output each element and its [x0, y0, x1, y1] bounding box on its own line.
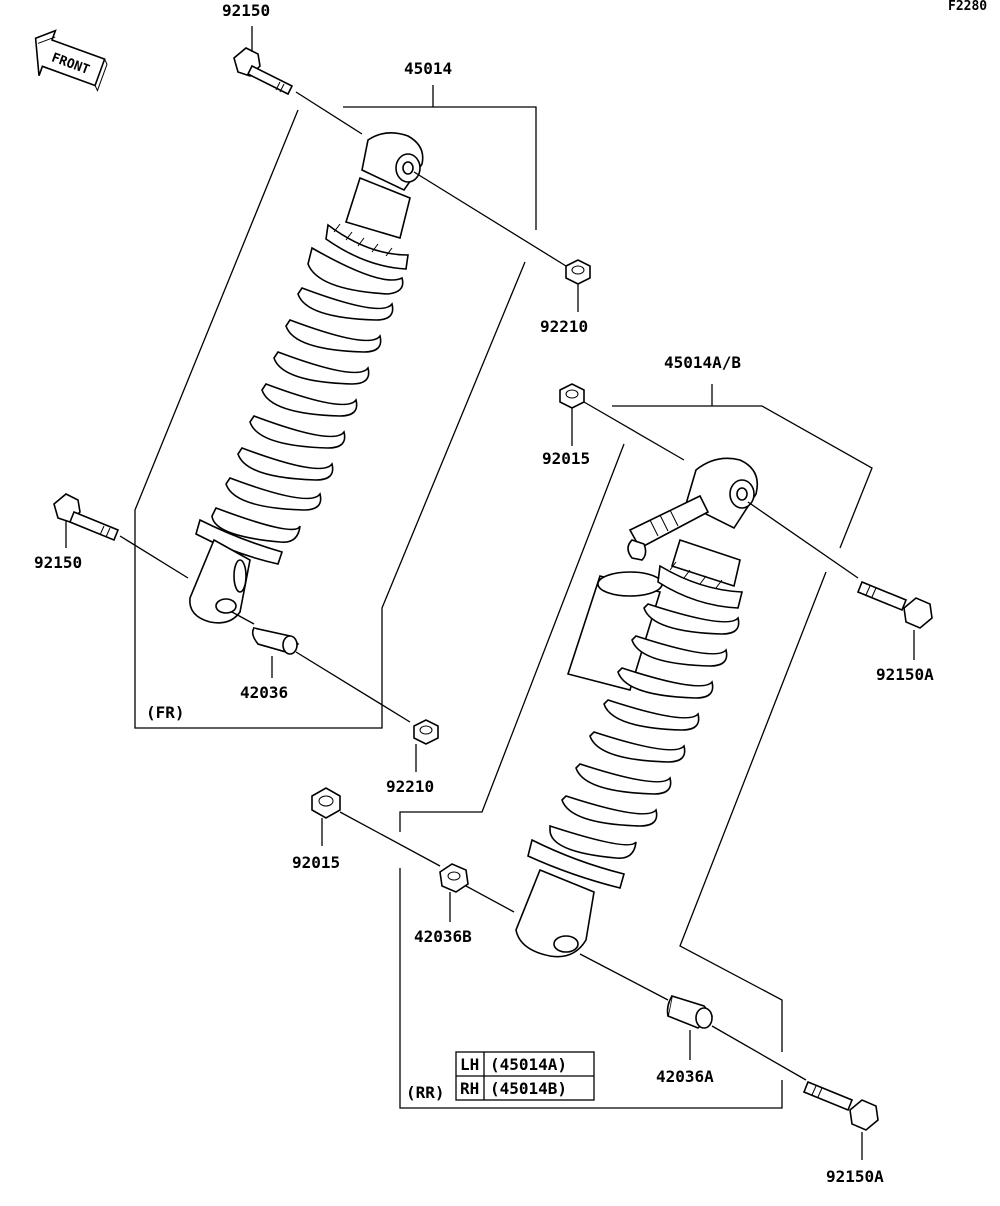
rear-upper-nut	[559, 383, 585, 409]
rear-upper-bolt	[856, 580, 933, 629]
rear-lower-nut-label: 92015	[292, 853, 340, 872]
front-collar	[251, 626, 300, 655]
front-lower-bolt-label: 92150	[34, 553, 82, 572]
rear-section-label: (RR)	[406, 1083, 445, 1102]
rear-shock-absorber: LH (45014A) RH (45014B) 45014A/B 92015 9…	[292, 353, 934, 1186]
rear-lower-bolt	[802, 1080, 879, 1131]
rear-collar-a	[666, 994, 714, 1029]
front-shock-body	[189, 132, 424, 624]
rear-assembly-label: 45014A/B	[664, 353, 741, 372]
front-upper-bolt	[233, 47, 294, 96]
legend-rh-part: (45014B)	[490, 1079, 567, 1098]
rear-shock-body	[515, 457, 759, 958]
front-lower-nut	[413, 719, 439, 745]
rear-shock-outline	[399, 443, 625, 832]
front-lower-bolt	[53, 493, 120, 542]
legend-lh-side: LH	[460, 1055, 479, 1074]
rear-lower-bolt-label: 92150A	[826, 1167, 884, 1186]
front-shock-outline	[134, 109, 526, 729]
front-upper-nut-label: 92210	[540, 317, 588, 336]
front-upper-nut	[565, 259, 591, 285]
rear-collar-b-label: 42036B	[414, 927, 472, 946]
front-upper-bolt-label: 92150	[222, 1, 270, 20]
rear-collar-b	[439, 863, 469, 893]
legend-lh-part: (45014A)	[490, 1055, 567, 1074]
front-collar-label: 42036	[240, 683, 288, 702]
rear-collar-a-label: 42036A	[656, 1067, 714, 1086]
front-shock-absorber: 92150 45014 92210 92150 42036 (FR) 92210	[34, 1, 591, 796]
rear-upper-nut-label: 92015	[542, 449, 590, 468]
diagram-code: F2280	[948, 0, 987, 14]
rear-upper-bolt-label: 92150A	[876, 665, 934, 684]
front-lower-nut-label: 92210	[386, 777, 434, 796]
lh-rh-legend-table: LH (45014A) RH (45014B)	[455, 1051, 595, 1101]
front-assembly-label: 45014	[404, 59, 452, 78]
front-section-label: (FR)	[146, 703, 185, 722]
rear-lower-nut	[311, 787, 341, 819]
front-assembly-bracket	[343, 106, 537, 230]
legend-rh-side: RH	[460, 1079, 479, 1098]
front-arrow-icon: FRONT	[34, 29, 108, 92]
